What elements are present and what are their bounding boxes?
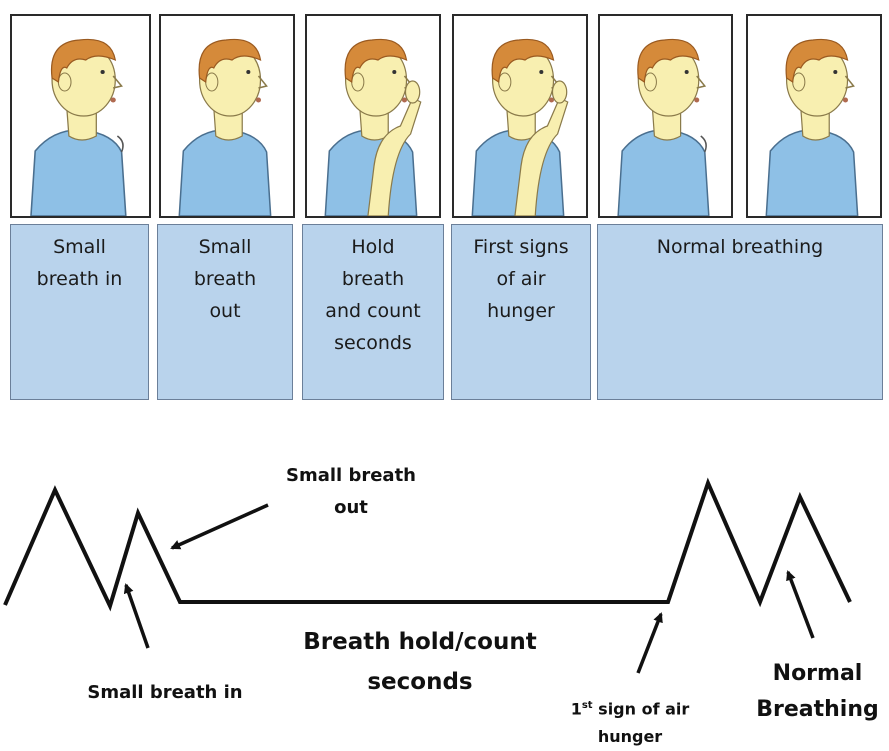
arrow-normal-breathing [788,572,813,638]
caption-line: breath in [11,263,148,295]
illustration-panel-4 [452,14,588,218]
caption-line: Small [11,231,148,263]
caption-line: seconds [303,327,443,359]
illustration-panel-5 [598,14,733,218]
person-illustration [748,16,880,216]
illustration-panel-1 [10,14,151,218]
caption-line: Small [158,231,292,263]
caption-line: Normal breathing [598,231,882,263]
caption-line: First signs [452,231,590,263]
waveform-line [5,483,850,606]
caption-line: of air [452,263,590,295]
person-illustration [307,16,439,216]
person-illustration [600,16,731,216]
arrow-first-sign-air-hunger [638,614,661,673]
caption-line: breath [158,263,292,295]
arrow-small-breath-out [172,505,268,548]
caption-line: Hold [303,231,443,263]
breathing-waveform-diagram [0,420,889,749]
caption-line: hunger [452,295,590,327]
person-illustration [454,16,586,216]
arrow-small-breath-in [126,585,148,648]
person-illustration [12,16,149,216]
illustration-panel-6 [746,14,882,218]
caption-line: breath [303,263,443,295]
illustration-panel-2 [159,14,295,218]
caption-line: and count [303,295,443,327]
person-illustration [161,16,293,216]
caption-box-5: Normal breathing [597,224,883,400]
illustration-panel-3 [305,14,441,218]
caption-line: out [158,295,292,327]
